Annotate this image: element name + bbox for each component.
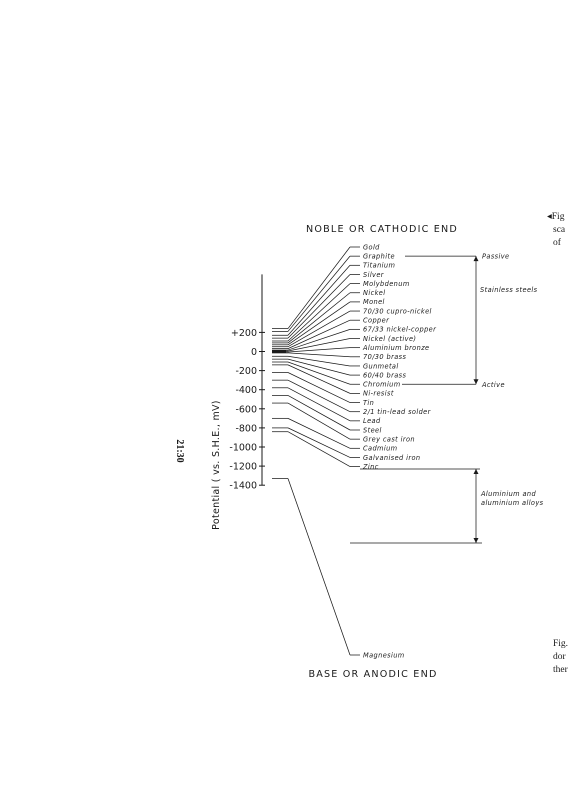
y-tick-label-200: -200	[235, 366, 257, 377]
caption-bottom-line-3: ther	[553, 665, 569, 675]
y-tick-label-600: -600	[235, 404, 257, 415]
material-label-aluminium-bronze: Aluminium bronze	[362, 344, 430, 352]
leader-line-cadmium	[287, 418, 351, 449]
passive-arrow-icon	[473, 256, 479, 262]
leader-line-nickel-active	[287, 338, 351, 352]
material-label-magnesium: Magnesium	[363, 651, 405, 659]
noble-end-heading: NOBLE OR CATHODIC END	[306, 224, 458, 235]
material-label-chromium: Chromium	[363, 381, 401, 389]
leader-line-titanium	[287, 265, 351, 336]
material-label-lead: Lead	[363, 417, 381, 425]
y-tick-label-200: +200	[231, 328, 257, 339]
leader-line-molybdenum	[287, 283, 351, 342]
material-label-nickel: Nickel	[363, 289, 386, 297]
y-tick-label-1000: -1000	[229, 443, 257, 454]
material-label-cadmium: Cadmium	[363, 445, 398, 453]
leader-line-copper	[287, 319, 351, 349]
leader-line-galvanised-iron	[287, 427, 351, 458]
side-page-number: 21:30	[174, 439, 185, 462]
leader-line-steel	[287, 395, 351, 431]
leader-line-nickel	[287, 292, 351, 344]
leader-line-grey-cast-iron	[287, 402, 351, 440]
material-label-steel: Steel	[363, 426, 382, 434]
material-label-copper: Copper	[363, 317, 390, 325]
caption-bottom-fragment: Fig. dor ther	[553, 639, 569, 675]
active-arrow-icon	[473, 379, 479, 385]
y-axis-title: Potential ( vs. S.H.E., mV)	[211, 400, 222, 530]
material-label-galvanised-iron: Galvanised iron	[363, 454, 420, 462]
material-label-tin: Tin	[363, 399, 374, 407]
leader-line-lead	[287, 387, 351, 422]
aluminium-label-line-1: Aluminium and	[480, 490, 537, 498]
material-leader-lines	[287, 246, 360, 656]
material-label-67-33-nickel-copper: 67/33 nickel-copper	[363, 326, 437, 334]
leader-line-monel	[287, 301, 351, 346]
material-potential-bars	[272, 328, 288, 479]
anodic-end-heading: BASE OR ANODIC END	[308, 669, 437, 680]
leader-line-silver	[287, 274, 351, 339]
y-tick-label-800: -800	[235, 423, 257, 434]
leader-line-ni-resist	[287, 364, 351, 394]
y-tick-label-1400: -1400	[229, 481, 257, 492]
potential-cluster-near-zero	[272, 350, 286, 353]
caption-top-line-3: of	[553, 237, 562, 248]
material-label-zinc: Zinc	[362, 463, 379, 471]
leader-line-60-40-brass	[287, 358, 351, 376]
material-label-2-1-tin-lead-solder: 2/1 tin-lead solder	[363, 408, 432, 416]
leader-line-70-30-brass	[287, 352, 351, 358]
caption-bottom-line-2: dor	[553, 652, 567, 662]
material-label-silver: Silver	[363, 271, 385, 279]
material-label-grey-cast-iron: Grey cast iron	[363, 435, 415, 443]
leader-line-70-30-cupro-nickel	[287, 310, 351, 348]
caption-top-line-2: sca	[553, 225, 566, 235]
active-label: Active	[481, 381, 505, 389]
material-label-gold: Gold	[363, 243, 380, 251]
material-label-70-30-brass: 70/30 brass	[363, 353, 406, 361]
material-labels: GoldGraphiteTitaniumSilverMolybdenumNick…	[362, 243, 437, 659]
leader-line-67-33-nickel-copper	[287, 328, 351, 351]
material-label-titanium: Titanium	[363, 262, 395, 270]
leader-line-2-1-tin-lead-solder	[287, 379, 351, 413]
aluminium-up-arrow-icon	[473, 469, 479, 474]
material-label-60-40-brass: 60/40 brass	[363, 371, 406, 379]
leader-line-chromium	[287, 361, 351, 385]
material-label-70-30-cupro-nickel: 70/30 cupro-nickel	[363, 307, 432, 315]
leader-line-gold	[287, 246, 351, 329]
y-tick-label-400: -400	[235, 385, 257, 396]
leader-line-magnesium	[287, 478, 351, 656]
y-tick-label-1200: -1200	[229, 462, 257, 473]
leader-line-zinc	[287, 431, 351, 467]
leader-line-tin	[287, 372, 351, 403]
leader-line-graphite	[287, 255, 351, 332]
material-label-graphite: Graphite	[363, 252, 395, 260]
caption-top-fragment: ◂Fig sca of	[547, 212, 566, 248]
leader-line-aluminium-bronze	[287, 347, 351, 353]
y-tick-label-0: 0	[251, 347, 257, 358]
aluminium-label-line-2: aluminium alloys	[481, 499, 544, 507]
caption-bottom-line-1: Fig.	[553, 639, 568, 649]
potential-axis: +200 0 -200 -400 -600 -800 -1000 -1200 -1400	[229, 274, 265, 492]
caption-top-line-1: ◂Fig	[547, 212, 565, 222]
aluminium-down-arrow-icon	[473, 538, 479, 543]
material-label-molybdenum: Molybdenum	[363, 280, 410, 288]
material-label-gunmetal: Gunmetal	[363, 362, 399, 370]
stainless-steels-label: Stainless steels	[480, 286, 538, 294]
material-label-monel: Monel	[363, 298, 385, 306]
material-label-nickel-active: Nickel (active)	[363, 335, 416, 343]
material-label-ni-resist: Ni-resist	[363, 390, 394, 398]
leader-line-gunmetal	[287, 355, 351, 367]
passive-label: Passive	[482, 253, 509, 261]
